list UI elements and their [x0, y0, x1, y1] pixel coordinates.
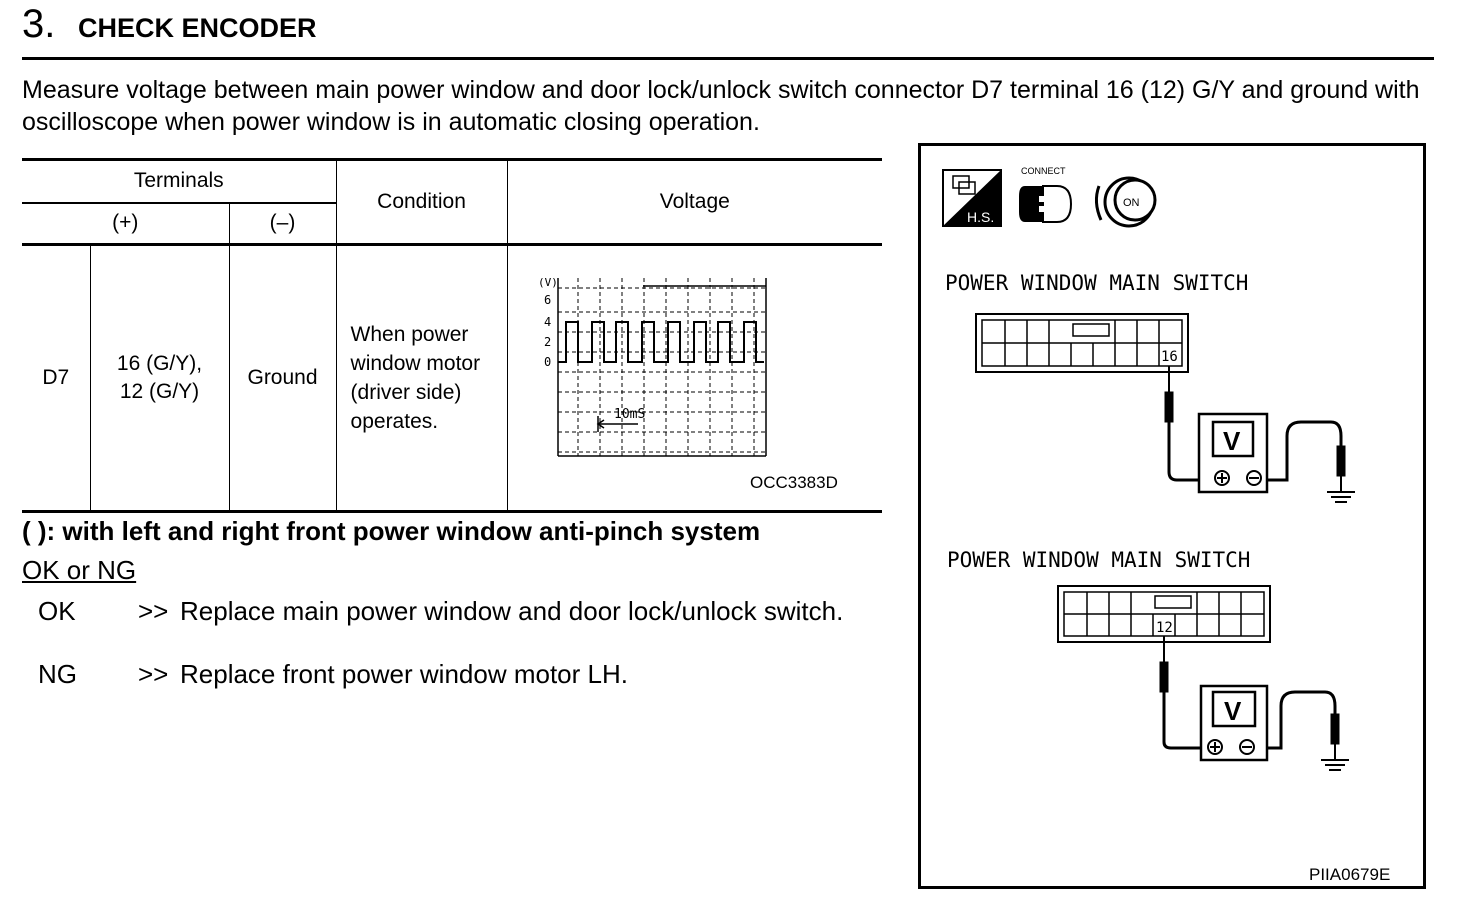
- ignition-on-icon: ON: [1094, 176, 1157, 228]
- cell-condition: When power window motor (driver side) op…: [335, 244, 508, 513]
- scope-time-label: 10mS: [614, 407, 645, 422]
- connector-icon: CONNECT: [1019, 166, 1073, 223]
- header-minus: (–): [228, 202, 337, 246]
- connect-icon-label: CONNECT: [1021, 166, 1066, 176]
- scope-figure-code: OCC3383D: [750, 473, 838, 492]
- scope-tick-0: 0: [544, 355, 551, 369]
- result-ng-label: NG: [38, 659, 77, 689]
- top-connector: 16: [975, 313, 1189, 373]
- note-anti-pinch: ( ): with left and right front power win…: [22, 516, 761, 546]
- bottom-switch-title: POWER WINDOW MAIN SWITCH: [947, 548, 1250, 572]
- result-ok-text: Replace main power window and door lock/…: [180, 596, 844, 626]
- wiring-figure-svg: H.S. CONNECT ON POWER WINDOW MAIN SWITCH: [942, 166, 1390, 884]
- top-switch-title: POWER WINDOW MAIN SWITCH: [945, 271, 1248, 295]
- condition-line-1: When power: [350, 323, 469, 346]
- header-voltage: Voltage: [506, 158, 883, 246]
- cell-voltage-waveform: (V) 6 4 2 0 10mS OCC3383D: [506, 244, 883, 513]
- step-title: CHECK ENCODER: [78, 13, 317, 43]
- terminal-line-2: 12 (G/Y): [119, 380, 200, 403]
- scope-tick-2: 2: [544, 335, 551, 349]
- result-heading: OK or NG: [22, 555, 137, 585]
- bottom-voltmeter: V: [1199, 684, 1269, 762]
- condition-line-2: window motor: [350, 352, 481, 375]
- bottom-voltmeter-label: V: [1224, 696, 1242, 726]
- header-plus: (+): [22, 202, 229, 246]
- step-number: 3.: [22, 2, 56, 46]
- result-ok-label: OK: [38, 596, 76, 626]
- header-condition: Condition: [335, 158, 508, 246]
- figure-code: PIIA0679E: [1309, 865, 1390, 884]
- cell-ground: Ground: [228, 244, 337, 513]
- ignition-on-label: ON: [1123, 197, 1140, 209]
- cell-connector: D7: [22, 244, 90, 513]
- scope-tick-6: 6: [544, 293, 551, 307]
- hs-icon-label: H.S.: [967, 209, 994, 225]
- title-rule: [22, 57, 1434, 60]
- cell-terminal: 16 (G/Y), 12 (G/Y): [89, 244, 229, 513]
- top-terminal-label: 16: [1161, 349, 1178, 365]
- terminal-line-1: 16 (G/Y),: [116, 352, 203, 375]
- hs-icon: H.S.: [942, 169, 1002, 227]
- intro-text: Measure voltage between main power windo…: [22, 76, 1420, 136]
- scope-unit: (V): [538, 276, 558, 289]
- wiring-figure: H.S. CONNECT ON POWER WINDOW MAIN SWITCH: [918, 143, 1426, 889]
- header-terminals: Terminals: [22, 158, 337, 204]
- condition-line-3: (driver side): [350, 381, 462, 404]
- condition-line-4: operates.: [350, 410, 439, 433]
- top-wiring: [1164, 366, 1355, 503]
- voltage-spec-table: Terminals Condition Voltage (+) (–) D7 1…: [22, 158, 883, 513]
- result-ok-arrow: >>: [138, 596, 169, 626]
- result-ng-arrow: >>: [138, 659, 169, 689]
- top-voltmeter: V: [1197, 412, 1269, 494]
- bottom-terminal-label: 12: [1156, 620, 1173, 636]
- result-ng-text: Replace front power window motor LH.: [180, 659, 628, 689]
- top-voltmeter-label: V: [1223, 426, 1241, 456]
- bottom-connector: 12: [1057, 585, 1271, 643]
- scope-tick-4: 4: [544, 315, 551, 329]
- oscilloscope-waveform: (V) 6 4 2 0 10mS OCC3383D: [538, 276, 838, 492]
- bottom-wiring: [1159, 636, 1349, 771]
